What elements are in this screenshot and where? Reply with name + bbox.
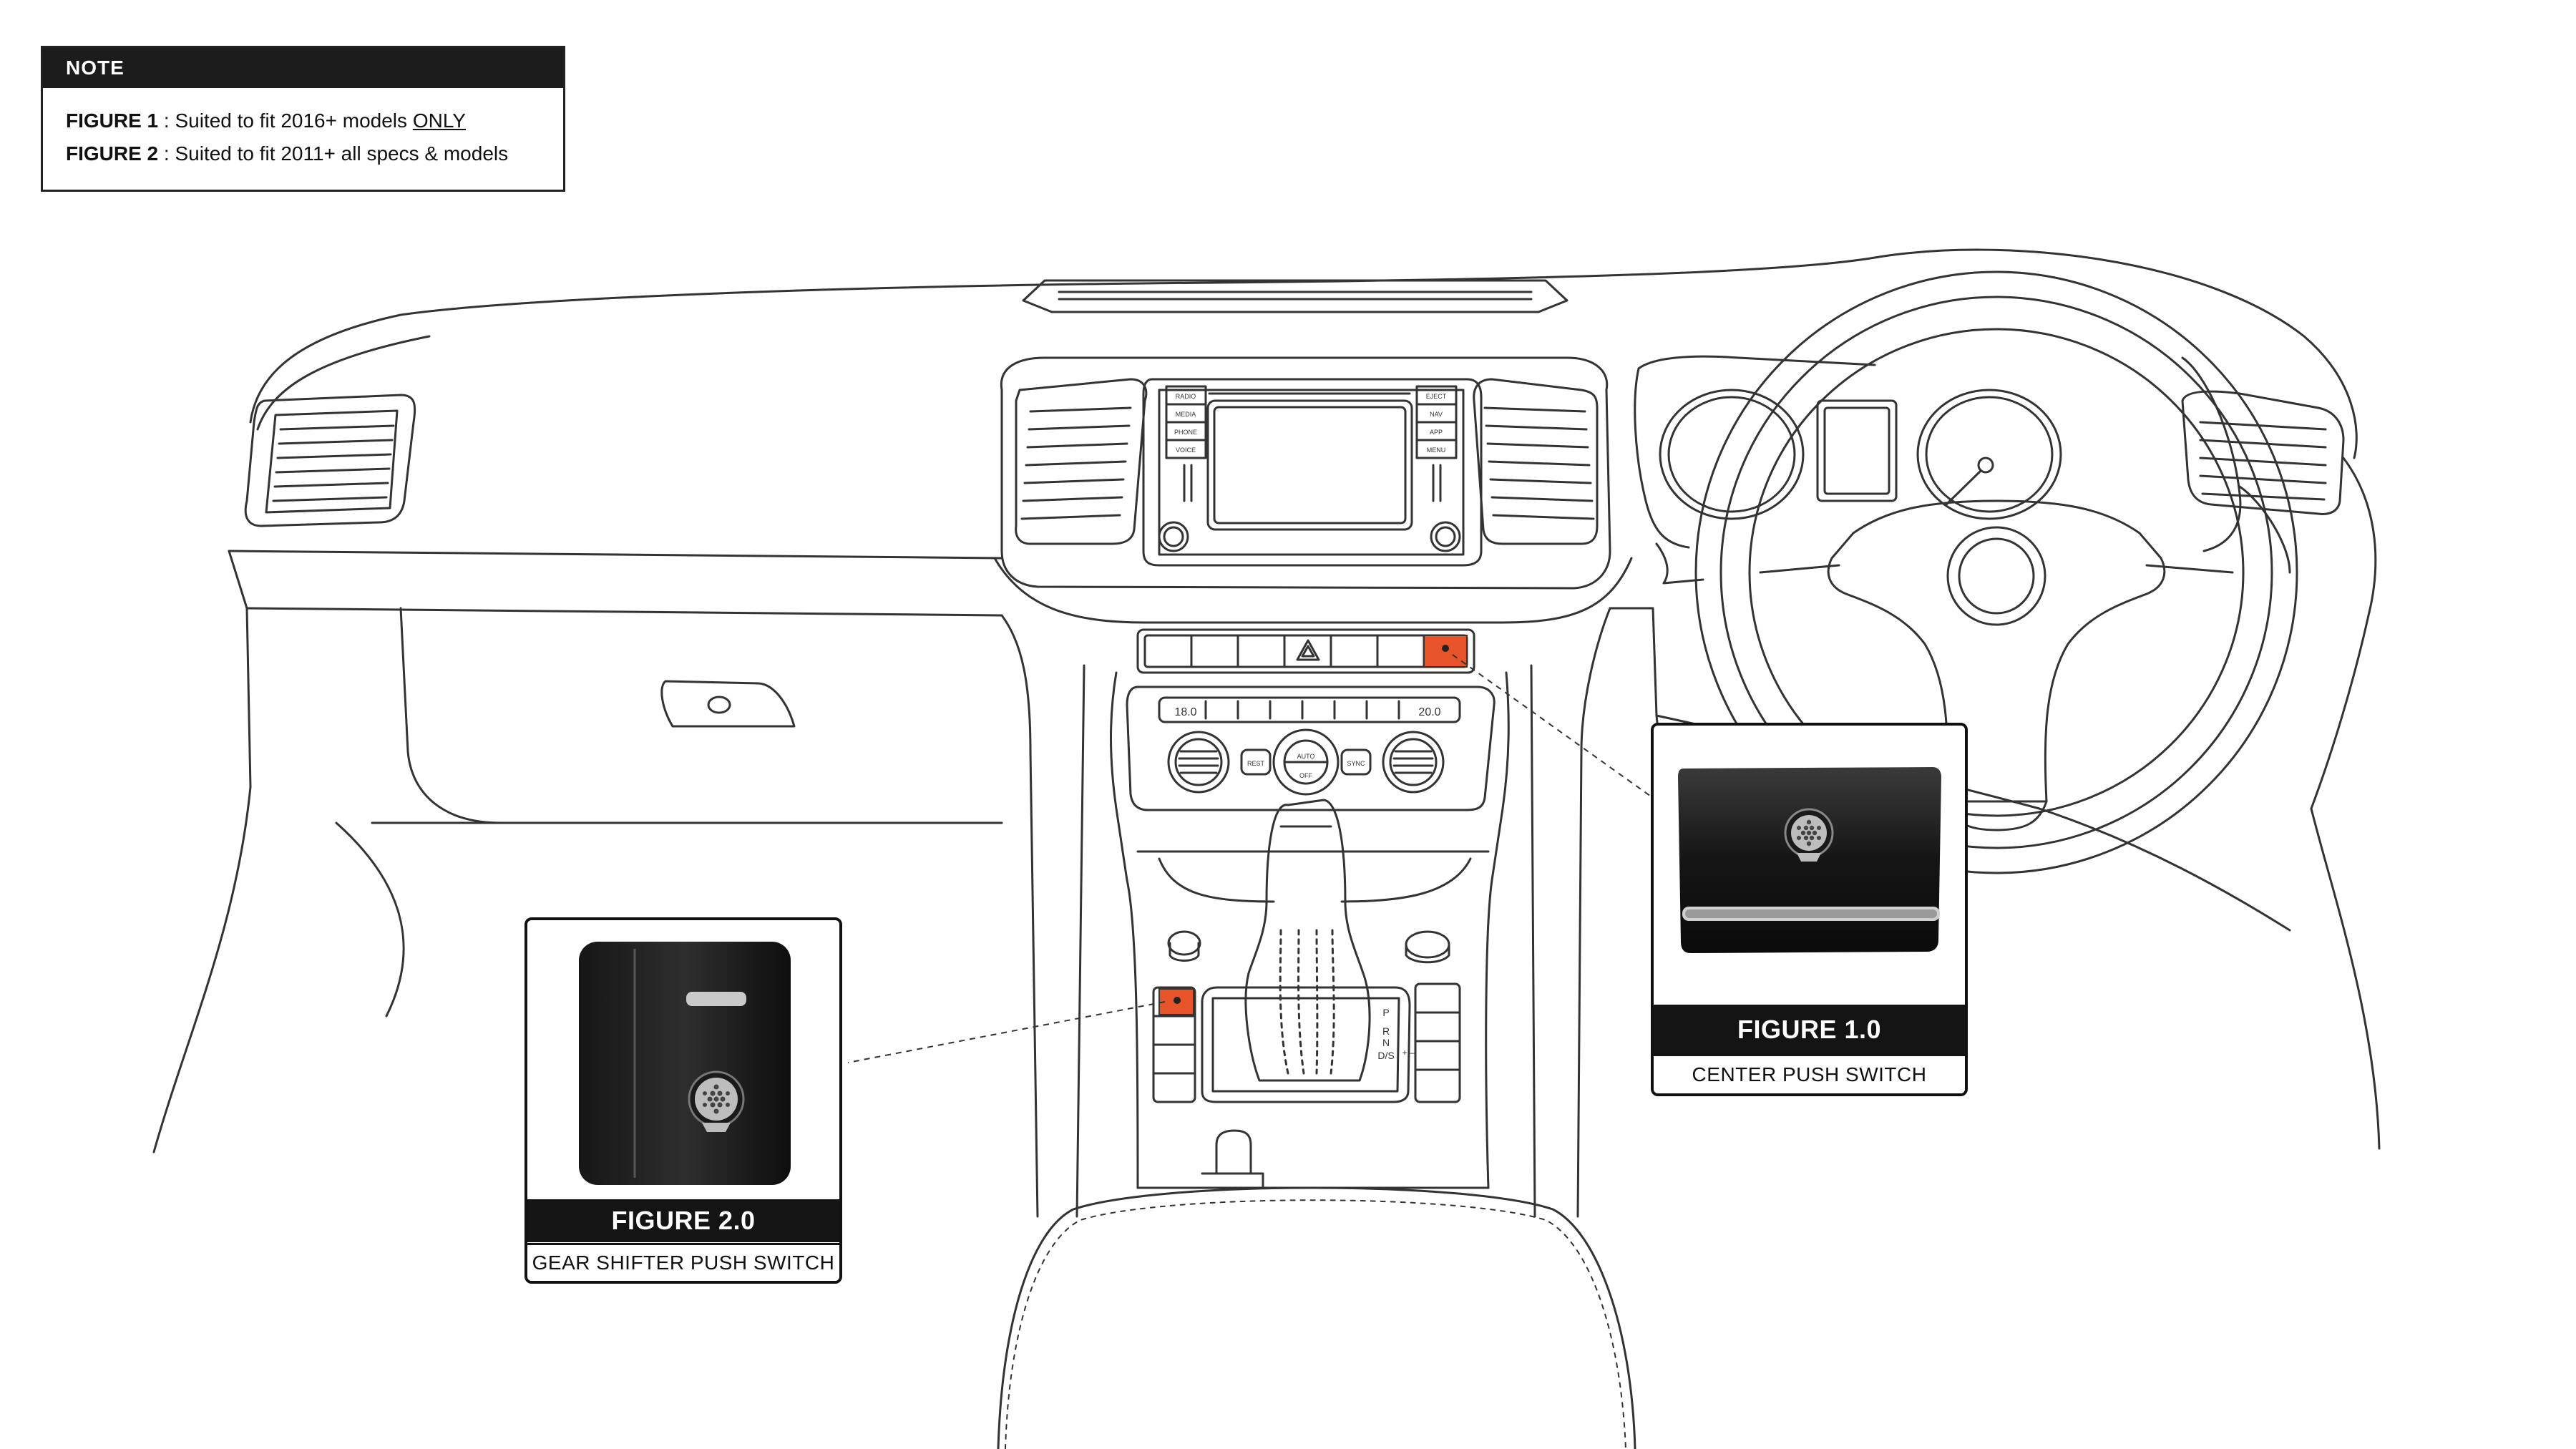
radio-button-eject: EJECT bbox=[1426, 393, 1447, 400]
figure-2-title: FIGURE 2.0 bbox=[527, 1199, 839, 1242]
glovebox-handle bbox=[660, 680, 796, 728]
shifter-surround bbox=[1201, 986, 1411, 1103]
gear-letter-d: D/S bbox=[1377, 1050, 1394, 1061]
radio-button-app: APP bbox=[1430, 429, 1443, 436]
note-heading: NOTE bbox=[43, 48, 563, 88]
left-side-vent bbox=[244, 394, 416, 527]
gear-plus-minus: + – bbox=[1402, 1048, 1414, 1058]
note-box: NOTE FIGURE 1 : Suited to fit 2016+ mode… bbox=[41, 46, 565, 192]
gear-shifter-push-switch-image bbox=[579, 942, 791, 1185]
glove-box bbox=[399, 607, 989, 824]
note-figure-1: FIGURE 1 bbox=[66, 109, 159, 132]
figure2-leader-line bbox=[847, 1001, 1166, 1063]
figure-1-photo bbox=[1654, 726, 1965, 1005]
figure-1-caption: CENTER PUSH SWITCH bbox=[1654, 1054, 1965, 1093]
figure-2-panel: FIGURE 2.0 GEAR SHIFTER PUSH SWITCH bbox=[525, 917, 842, 1284]
tune-knob bbox=[1430, 521, 1461, 552]
infotainment-unit bbox=[1142, 378, 1483, 567]
figure-2-caption: GEAR SHIFTER PUSH SWITCH bbox=[527, 1243, 839, 1281]
left-console-buttons bbox=[1152, 986, 1196, 1103]
instrument-cluster bbox=[1659, 389, 2062, 520]
climate-temp-left: 18.0 bbox=[1174, 706, 1196, 718]
climate-panel bbox=[1126, 686, 1496, 811]
note-line-1: FIGURE 1 : Suited to fit 2016+ models ON… bbox=[66, 109, 466, 132]
horn-emblem bbox=[1946, 526, 2046, 626]
figure-1-title: FIGURE 1.0 bbox=[1654, 1005, 1965, 1055]
radio-button-voice: VOICE bbox=[1176, 447, 1196, 454]
center-left-vent bbox=[1015, 378, 1148, 545]
gear-shifter bbox=[1244, 799, 1371, 1082]
center-right-vent bbox=[1473, 378, 1599, 545]
right-console-knob bbox=[1405, 930, 1450, 964]
gear-letter-n: N bbox=[1382, 1037, 1390, 1048]
radio-button-media: MEDIA bbox=[1176, 411, 1196, 418]
right-side-vent bbox=[2181, 390, 2345, 515]
steering-wheel bbox=[1694, 270, 2298, 874]
center-push-switch-image bbox=[1678, 767, 1941, 953]
note-text-1: : Suited to fit 2016+ models bbox=[158, 109, 413, 132]
climate-left-button: REST bbox=[1247, 760, 1265, 767]
light-icon bbox=[1784, 808, 1834, 862]
note-figure-2: FIGURE 2 bbox=[66, 142, 159, 165]
dashboard-top-edge bbox=[249, 248, 2358, 459]
note-emphasis-1: ONLY bbox=[412, 109, 466, 132]
cluster-display bbox=[1816, 399, 1898, 502]
gear-letter-r: R bbox=[1382, 1025, 1390, 1037]
auto-climate-dial bbox=[1272, 728, 1340, 796]
figure-1-panel: FIGURE 1.0 CENTER PUSH SWITCH bbox=[1651, 723, 1968, 1096]
radio-button-menu: MENU bbox=[1427, 447, 1446, 454]
radio-button-phone: PHONE bbox=[1174, 429, 1197, 436]
climate-dial-bottom: OFF bbox=[1299, 772, 1312, 779]
gear-letter-p: P bbox=[1382, 1007, 1389, 1018]
center-stack-frame bbox=[1000, 356, 1611, 590]
left-temp-dial bbox=[1167, 731, 1230, 794]
note-line-2: FIGURE 2 : Suited to fit 2011+ all specs… bbox=[66, 142, 508, 165]
figure1-leader-line bbox=[1452, 654, 1654, 799]
figure-2-photo bbox=[527, 920, 839, 1199]
light-icon bbox=[688, 1070, 745, 1132]
note-text-2: : Suited to fit 2011+ all specs & models bbox=[158, 142, 509, 165]
infotainment-screen bbox=[1206, 399, 1413, 531]
right-console-buttons bbox=[1414, 982, 1461, 1103]
climate-dial-top: AUTO bbox=[1297, 753, 1315, 760]
hazard-triangle-icon bbox=[1296, 639, 1320, 661]
climate-temp-right: 20.0 bbox=[1418, 706, 1440, 718]
defrost-vent bbox=[1022, 279, 1568, 313]
left-console-knob bbox=[1167, 930, 1201, 962]
radio-button-radio: RADIO bbox=[1176, 393, 1196, 400]
climate-right-button: SYNC bbox=[1347, 760, 1365, 767]
armrest bbox=[997, 1186, 1636, 1449]
right-temp-dial bbox=[1382, 731, 1445, 794]
volume-knob bbox=[1158, 521, 1189, 552]
radio-button-nav: NAV bbox=[1430, 411, 1443, 418]
